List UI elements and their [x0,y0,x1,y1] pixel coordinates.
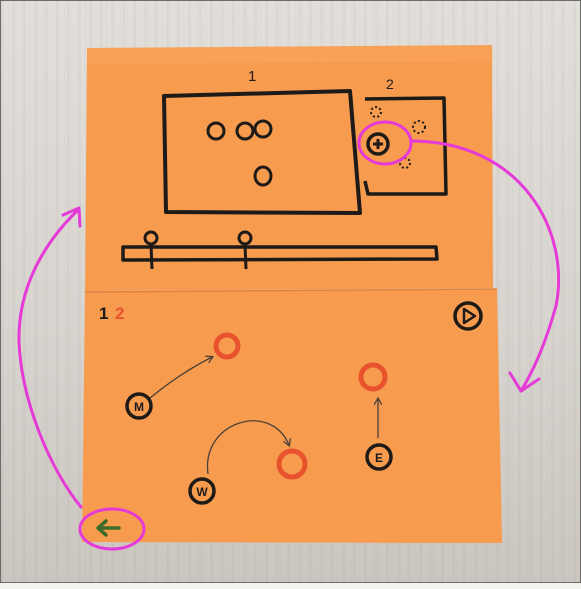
flow-arrow-back-to-overview [19,211,81,507]
panel-1-label: 1 [248,68,256,85]
timeline-handle-1-stem [151,244,152,269]
top-card-paper [85,45,493,291]
top-card: 1 2 [85,45,493,291]
node-e[interactable]: E [367,445,391,469]
node-w-label: W [196,485,208,499]
bottom-card: 1 2 M W E [80,289,502,549]
node-m-label: M [134,400,144,414]
timeline-handle-2[interactable] [239,232,251,244]
top-card-highlight [87,45,493,64]
layer-label-2[interactable]: 2 [115,304,124,323]
layer-label-1[interactable]: 1 [99,304,108,323]
timeline-handle-1[interactable] [145,232,157,244]
node-e-label: E [375,451,383,465]
panel-2-label: 2 [386,76,394,92]
timeline-handle-2-stem [245,244,246,269]
node-m[interactable]: M [127,394,151,418]
node-w[interactable]: W [190,479,214,503]
